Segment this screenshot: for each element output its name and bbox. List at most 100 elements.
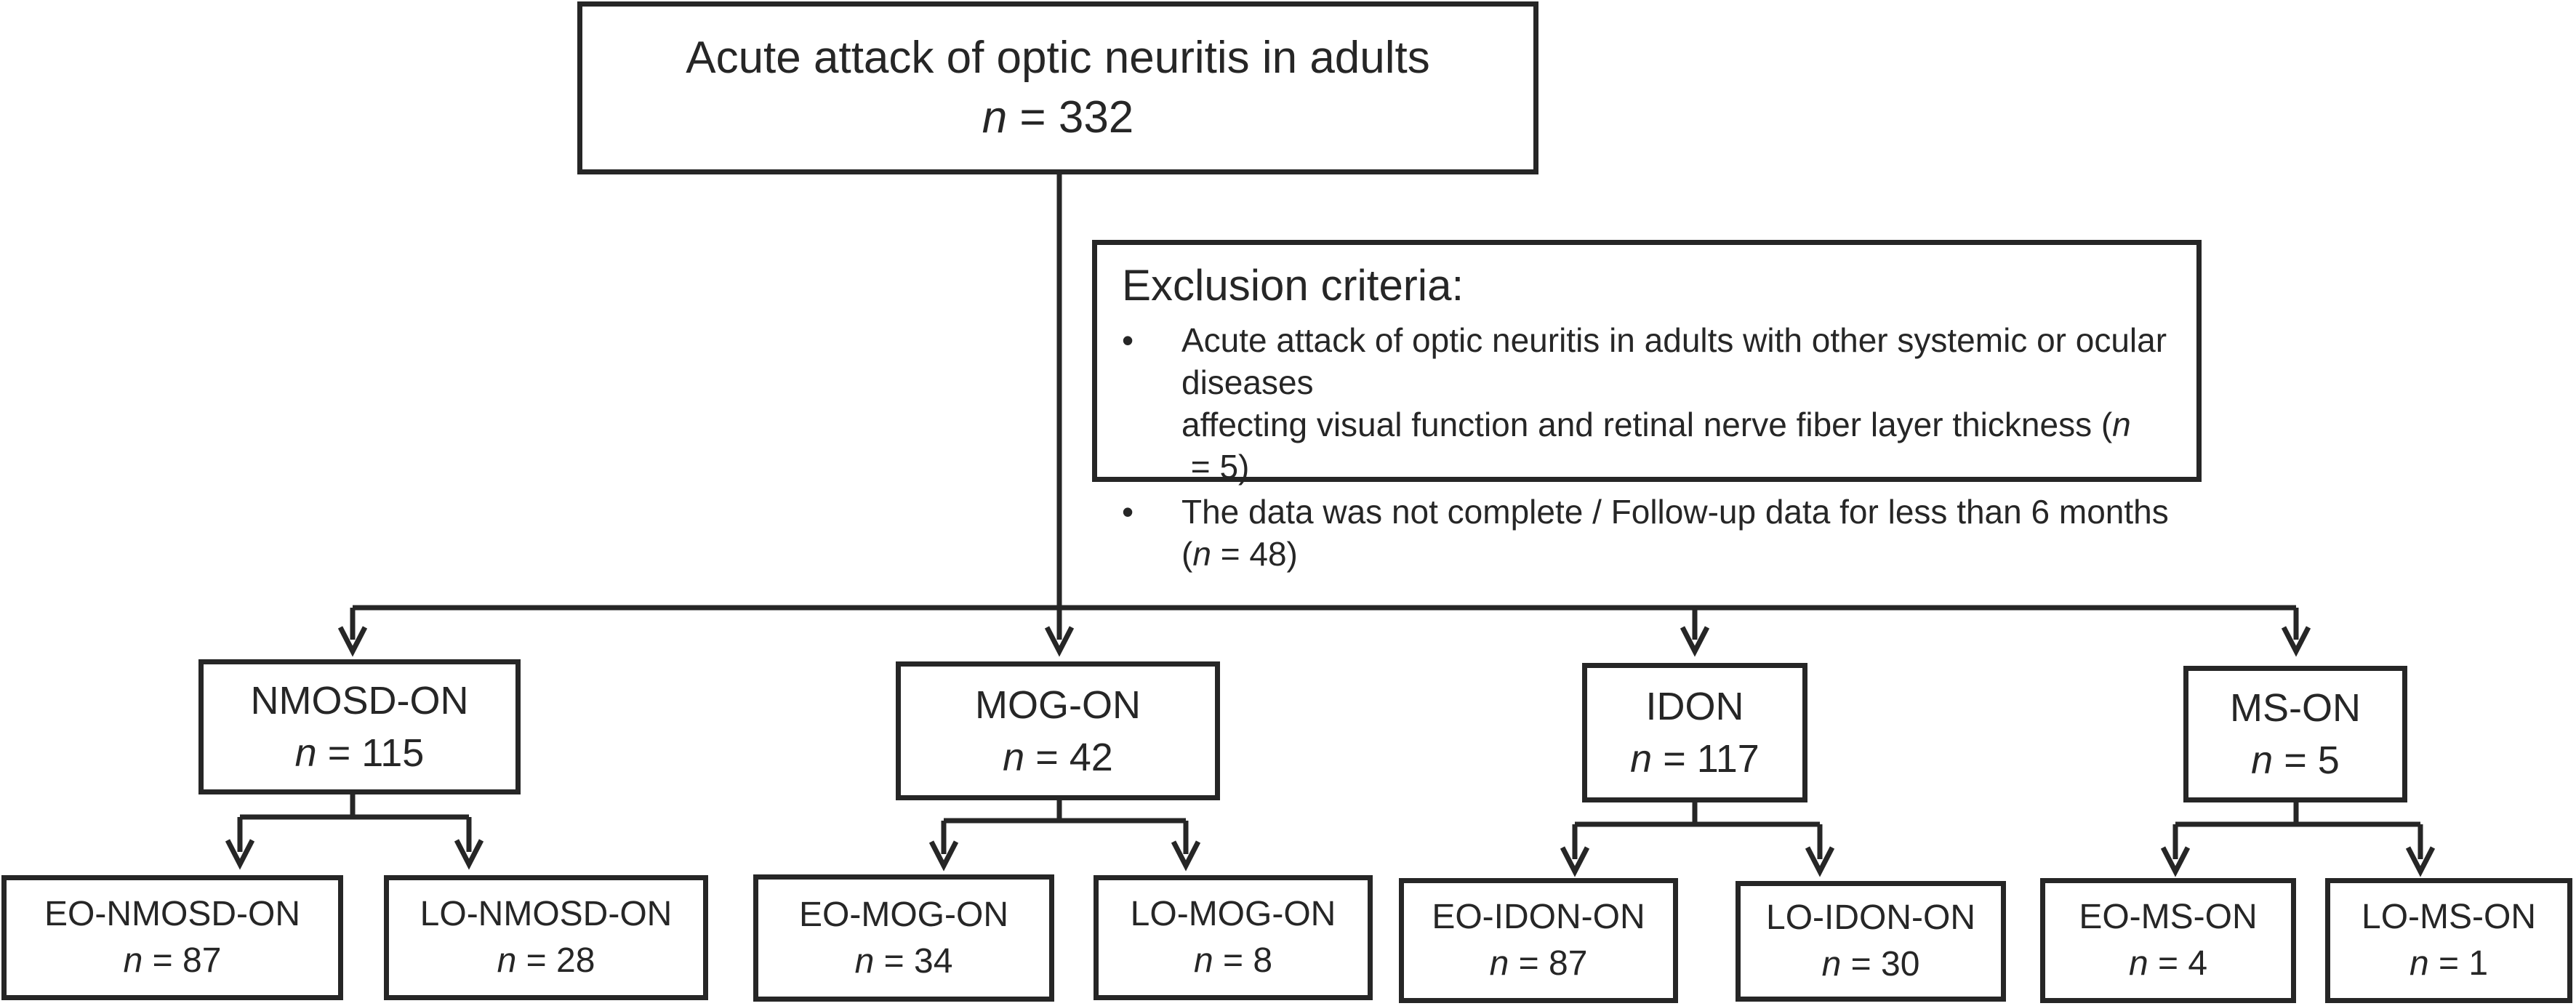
exclusion-box: Exclusion criteria: • Acute attack of op…	[1092, 240, 2202, 573]
leaf-title: LO-MOG-ON	[1130, 895, 1336, 933]
arrowhead-lo-nmosd	[454, 839, 484, 870]
n-symbol: n	[1003, 735, 1025, 779]
leaf-count: n = 8	[1194, 938, 1272, 984]
root-count: n = 332	[982, 88, 1134, 148]
eq-sign: =	[1024, 735, 1070, 779]
eq-sign: =	[143, 941, 182, 980]
leaf-title: LO-IDON-ON	[1766, 898, 1975, 937]
exclusion-n-value: 5	[1219, 448, 1239, 486]
exclusion-item: • The data was not complete / Follow-up …	[1122, 491, 2179, 575]
group-count: n = 42	[1003, 731, 1113, 784]
leaf-box-lo-idon-on: LO-IDON-ON n = 30	[1736, 881, 2006, 1002]
leaf-title: EO-MOG-ON	[799, 895, 1008, 934]
exclusion-item-line: The data was not complete / Follow-up da…	[1181, 491, 2179, 575]
leaf-count: n = 28	[497, 938, 595, 984]
arrowhead-eo-idon	[1560, 846, 1590, 877]
leaf-title: EO-IDON-ON	[1432, 898, 1645, 936]
leaf-n-value: 1	[2468, 944, 2489, 983]
arrowhead-eo-nmosd	[225, 839, 255, 870]
group-n-value: 5	[2317, 739, 2340, 782]
n-symbol: n	[982, 92, 1008, 142]
arrowhead-lo-idon	[1805, 846, 1835, 877]
group-count: n = 117	[1630, 733, 1760, 785]
leaf-box-eo-ms-on: EO-MS-ON n = 4	[2040, 878, 2296, 1003]
root-box: Acute attack of optic neuritis in adults…	[577, 1, 1538, 174]
exclusion-title: Exclusion criteria:	[1122, 261, 1464, 310]
arrowhead-eo-ms	[2160, 846, 2191, 877]
group-title: MOG-ON	[975, 683, 1141, 727]
eq-sign: =	[2273, 739, 2318, 782]
eq-sign: =	[516, 941, 556, 980]
eq-sign: =	[1841, 945, 1881, 983]
group-box-idon: IDON n = 117	[1582, 663, 1807, 802]
n-symbol: n	[294, 731, 317, 775]
exclusion-item-text: affecting visual function and retinal ne…	[1181, 406, 2113, 443]
leaf-box-eo-nmosd-on: EO-NMOSD-ON n = 87	[1, 875, 343, 1000]
group-count: n = 5	[2251, 734, 2340, 786]
arrowhead-nmosd	[337, 626, 368, 657]
exclusion-item-text: The data was not complete / Follow-up da…	[1181, 493, 2169, 573]
leaf-box-lo-ms-on: LO-MS-ON n = 1	[2325, 878, 2572, 1003]
arrowhead-idon	[1680, 626, 1710, 657]
eq-sign: =	[2428, 944, 2469, 983]
exclusion-item-line: Acute attack of optic neuritis in adults…	[1181, 321, 2167, 401]
n-symbol: n	[2409, 944, 2429, 983]
n-symbol: n	[1821, 945, 1842, 983]
eq-sign: =	[874, 941, 914, 981]
n-symbol: n	[497, 941, 517, 980]
eq-sign: =	[316, 731, 362, 775]
eq-sign: =	[1652, 737, 1697, 781]
arrowhead-eo-mog	[928, 840, 959, 872]
group-box-mog-on: MOG-ON n = 42	[896, 661, 1220, 800]
leaf-n-value: 8	[1253, 941, 1273, 980]
n-symbol: n	[123, 941, 143, 980]
eq-sign: =	[1213, 941, 1253, 980]
n-symbol: n	[1630, 737, 1653, 781]
leaf-box-eo-mog-on: EO-MOG-ON n = 34	[753, 874, 1054, 1002]
leaf-title: EO-MS-ON	[2079, 898, 2258, 936]
group-title: IDON	[1645, 685, 1744, 728]
eq-sign: =	[1007, 92, 1059, 142]
root-title: Acute attack of optic neuritis in adults	[686, 33, 1430, 83]
group-n-value: 115	[361, 731, 425, 775]
n-symbol: n	[1489, 944, 1509, 983]
n-symbol: n	[854, 941, 875, 981]
root-n-value: 332	[1058, 92, 1134, 142]
n-symbol: n	[2112, 406, 2131, 443]
exclusion-item-suffix: )	[1286, 535, 1298, 573]
leaf-box-lo-mog-on: LO-MOG-ON n = 8	[1094, 875, 1373, 1000]
group-n-value: 117	[1696, 737, 1760, 781]
n-symbol: n	[1192, 535, 1211, 573]
n-symbol: n	[2128, 944, 2148, 983]
leaf-count: n = 30	[1822, 941, 1920, 988]
leaf-count: n = 1	[2410, 941, 2488, 987]
n-symbol: n	[2251, 739, 2274, 782]
group-box-nmosd-on: NMOSD-ON n = 115	[198, 659, 521, 794]
leaf-n-value: 30	[1881, 945, 1920, 983]
leaf-count: n = 34	[855, 938, 953, 985]
eq-sign: =	[1181, 448, 1220, 486]
bullet: •	[1122, 321, 1134, 359]
leaf-n-value: 28	[556, 941, 595, 980]
exclusion-item: • Acute attack of optic neuritis in adul…	[1122, 319, 2179, 488]
leaf-title: LO-MS-ON	[2362, 898, 2536, 936]
arrowhead-mog	[1044, 626, 1075, 657]
leaf-n-value: 87	[1549, 944, 1588, 983]
group-title: MS-ON	[2230, 686, 2361, 730]
leaf-count: n = 87	[1490, 941, 1588, 987]
group-title: NMOSD-ON	[250, 679, 469, 723]
leaf-box-lo-nmosd-on: LO-NMOSD-ON n = 28	[384, 875, 708, 1000]
eq-sign: =	[1509, 944, 1549, 983]
exclusion-item-line: affecting visual function and retinal ne…	[1181, 403, 2179, 488]
group-count: n = 115	[295, 727, 425, 779]
group-box-ms-on: MS-ON n = 5	[2183, 666, 2407, 802]
leaf-n-value: 87	[182, 941, 222, 980]
n-symbol: n	[1193, 941, 1213, 980]
arrowhead-lo-ms	[2405, 846, 2436, 877]
leaf-title: EO-NMOSD-ON	[44, 895, 300, 933]
group-n-value: 42	[1069, 735, 1113, 779]
leaf-box-eo-idon-on: EO-IDON-ON n = 87	[1399, 878, 1678, 1003]
arrowhead-ms	[2281, 626, 2311, 657]
leaf-n-value: 4	[2188, 944, 2208, 983]
